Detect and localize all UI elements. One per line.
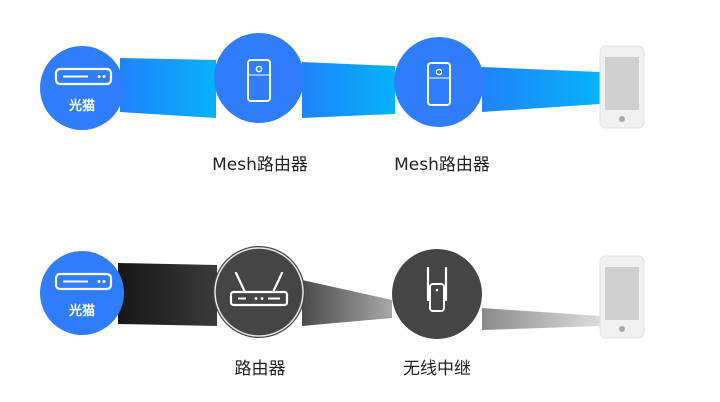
router-icon [229, 271, 289, 307]
mesh-router-icon [247, 59, 271, 102]
modem-icon [54, 272, 113, 291]
top-modem-node: 光猫 [40, 46, 124, 130]
top-mesh-router-node-1 [214, 33, 304, 123]
top-beam-1 [120, 58, 216, 118]
modem-label: 光猫 [68, 98, 95, 114]
bottom-node2-label: 无线中继 [403, 359, 471, 379]
bottom-beam-2 [302, 280, 392, 326]
bottom-beam-1 [118, 263, 217, 326]
mesh-router-icon [427, 62, 451, 106]
bottom-repeater-node [392, 249, 482, 339]
bottom-modem-node: 光猫 [40, 251, 124, 335]
top-node1-label: Mesh路由器 [212, 155, 308, 175]
modem-label: 光猫 [68, 303, 95, 319]
bottom-row: 光猫 路由器 无线中继 [40, 246, 645, 379]
wireless-repeater-icon [426, 266, 448, 312]
top-beam-3 [482, 67, 600, 112]
bottom-router-node [213, 246, 305, 338]
modem-icon [54, 67, 113, 86]
top-row: 光猫 Mesh路由器 Mesh路由器 [40, 33, 645, 175]
top-beam-2 [302, 62, 395, 118]
bottom-beam-3 [482, 308, 600, 330]
top-node2-label: Mesh路由器 [394, 155, 490, 175]
phone-icon [599, 255, 645, 339]
bottom-node1-label: 路由器 [235, 359, 286, 379]
top-mesh-router-node-2 [394, 37, 484, 127]
phone-icon [599, 45, 645, 129]
